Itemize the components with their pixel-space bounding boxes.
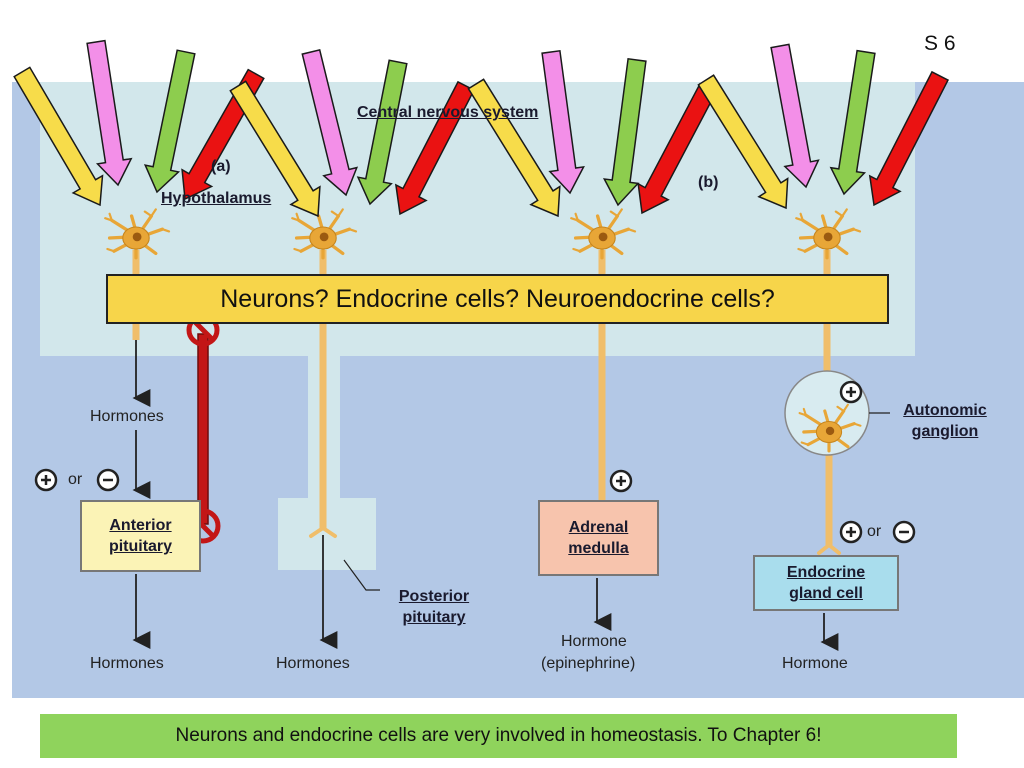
minus-circle-icon [96, 468, 120, 492]
arrow-pink-icon [541, 49, 585, 195]
plus-circle-icon [34, 468, 58, 492]
arrow-green-icon [602, 57, 647, 207]
or-label: or [867, 523, 882, 540]
arrow-yellow-icon [697, 74, 789, 210]
arrow-yellow-icon [13, 66, 104, 207]
arrow-red-icon [394, 80, 476, 216]
arrow-red-icon [868, 70, 950, 207]
arrow-green-icon [356, 59, 408, 206]
arrow-pink-icon [301, 48, 359, 197]
hormones-label: Hormones [276, 655, 350, 672]
posterior-pituitary-region [278, 498, 376, 570]
autonomic-ganglion-label: Autonomic ganglion [903, 402, 987, 440]
footer-banner: Neurons and endocrine cells are very inv… [40, 714, 957, 758]
plus-circle-icon [839, 380, 863, 404]
posterior-leader [343, 559, 380, 591]
hormones-label: Hormones [90, 655, 164, 672]
hypothalamus-label: Hypothalamus [161, 190, 272, 207]
endocrine-gland-cell-box: Endocrine gland cell [753, 555, 899, 611]
arrow-red-icon [637, 82, 718, 215]
posterior-pituitary-label: Posterior pituitary [398, 588, 470, 626]
hormone-label: Hormone [561, 633, 627, 650]
plus-circle-icon [839, 520, 863, 544]
or-label: or [68, 471, 83, 488]
axon-terminal-posterior [309, 526, 337, 538]
inhibition-bar [197, 333, 209, 525]
arrow-green-icon [143, 49, 196, 194]
hormone-label: Hormone [782, 655, 848, 672]
arrow-yellow-icon [229, 80, 321, 218]
axon-terminal-endocrine [817, 543, 841, 555]
minus-circle-icon [892, 520, 916, 544]
part-b-label: (b) [698, 174, 719, 191]
hormone-label: (epinephrine) [541, 655, 636, 672]
arrow-pink-icon [86, 39, 133, 187]
hormones-label: Hormones [90, 408, 164, 425]
plus-circle-icon [609, 469, 633, 493]
arrow-yellow-icon [467, 78, 561, 218]
cns-label: Central nervous system [357, 104, 539, 121]
slide-number: S 6 [924, 32, 956, 55]
anterior-pituitary-box: Anterior pituitary [80, 500, 201, 572]
adrenal-medulla-box: Adrenal medulla [538, 500, 659, 576]
arrow-pink-icon [770, 43, 820, 189]
question-box: Neurons? Endocrine cells? Neuroendocrine… [106, 274, 889, 324]
part-a-label: (a) [211, 158, 231, 175]
input-arrows [13, 39, 950, 218]
arrow-green-icon [829, 49, 876, 196]
